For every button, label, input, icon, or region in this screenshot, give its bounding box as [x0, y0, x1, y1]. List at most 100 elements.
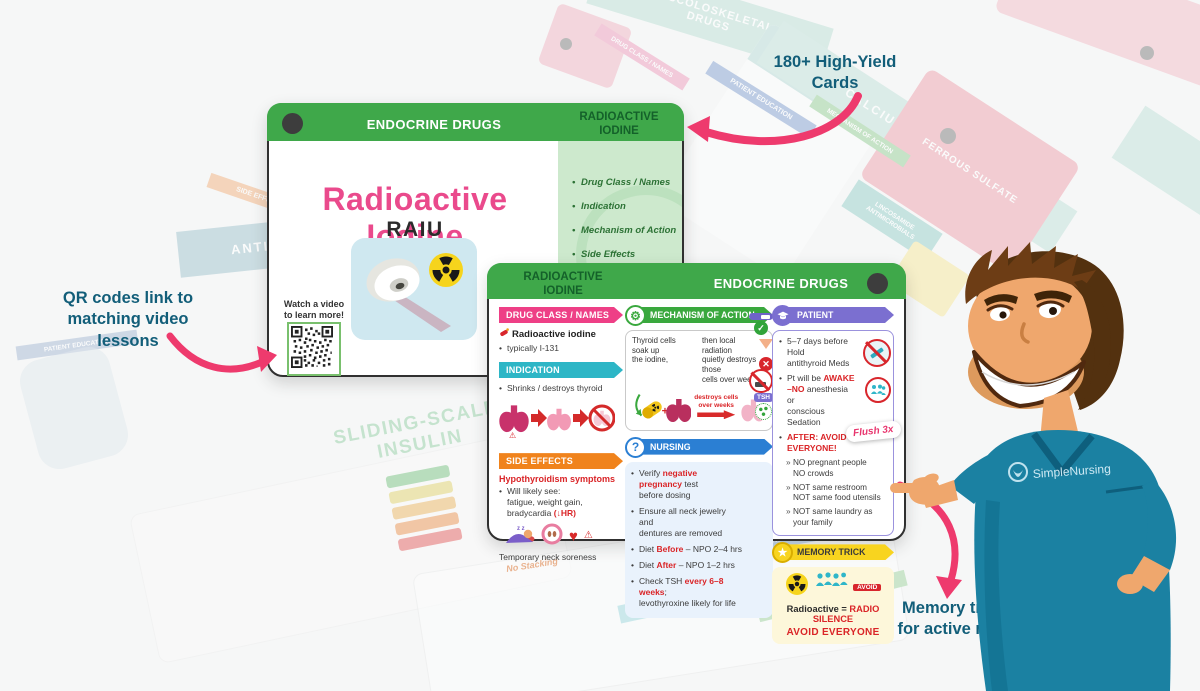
education-item: 5–7 days before Hold antithyroid Meds — [779, 336, 888, 369]
section-title: MEMORY TRICK — [782, 544, 894, 560]
background-illustration — [15, 342, 133, 474]
pregnancy-test-check: ✓ — [749, 313, 773, 335]
side-effects-bullet: Will likely see: fatigue, weight gain, b… — [499, 486, 623, 519]
avoid-crowds — [865, 377, 891, 403]
hole-punch — [282, 113, 303, 134]
gear-icon: ⚙ — [625, 305, 646, 326]
nursing-item: Verify negative pregnancy test before do… — [631, 468, 768, 501]
mascot-illustration: SimpleNursing — [858, 240, 1200, 691]
card-header — [267, 103, 684, 141]
toc-item: Side Effects — [572, 249, 678, 260]
toc-item: Mechanism of Action — [572, 225, 678, 236]
side-effects-heading: Hypothyroidism symptoms — [499, 474, 616, 485]
thyroid-shrink-illustration: ⚠ — [499, 398, 623, 445]
mascot-shirt-label: SimpleNursing — [1032, 462, 1111, 481]
education-subitem: NO pregnant people NO crowds — [779, 458, 888, 479]
section-side-effects: SIDE EFFECTS — [499, 453, 623, 469]
drug-name: Radioactive iodine — [499, 328, 623, 341]
patient-education-box: 5–7 days before Hold antithyroid Meds Pt… — [772, 330, 902, 537]
mascot-pointing-hand — [890, 473, 941, 505]
star-icon: ★ — [772, 542, 793, 564]
tsh-badge: TSH — [754, 393, 773, 402]
column-education-memory: PATIENT EDUCATION 5–7 days before Hold a… — [772, 305, 902, 645]
flashcard-back: RADIOACTIVE IODINE ENDOCRINE DRUGS DRUG … — [487, 263, 906, 645]
nursing-item: Diet Before – NPO 2–4 hrs — [631, 544, 768, 555]
card-category: ENDOCRINE DRUGS — [366, 117, 502, 132]
x-icon: ✕ — [759, 357, 773, 371]
toc-item: Indication — [572, 201, 678, 212]
education-item: AFTER: AVOID EVERYONE! — [779, 432, 888, 454]
svg-text:+: + — [662, 405, 669, 417]
nursing-item: Check TSH every 6–8 weeks; levothyroxine… — [631, 576, 768, 609]
card-category: ENDOCRINE DRUGS — [713, 276, 849, 291]
hole-punch — [1140, 46, 1154, 60]
remove-jewelry: ✕ — [759, 339, 773, 371]
section-nursing: ? NURSING CONSIDERATIONS — [625, 436, 773, 458]
side-effects-illustration: z z ♥ ⚠ — [505, 523, 623, 549]
card-header — [487, 263, 906, 299]
section-title: NURSING CONSIDERATIONS — [635, 439, 773, 455]
education-subitem: NOT same laundry as your family — [779, 507, 888, 528]
hole-punch — [560, 38, 572, 50]
indication-bullet: Shrinks / destroys thyroid — [499, 383, 623, 394]
card-topic: RADIOACTIVE IODINE — [579, 111, 659, 138]
section-drug-class: DRUG CLASS / NAMES — [499, 307, 623, 323]
toc-item: Drug Class / Names — [572, 177, 678, 188]
side-effects-note: Temporary neck soreness — [499, 552, 597, 563]
note-qr-codes: QR codes link to matching video lessons — [62, 289, 194, 350]
check-icon: ✓ — [754, 321, 768, 335]
tsh-check: TSH — [754, 393, 773, 420]
section-indication: INDICATION — [499, 362, 623, 378]
education-item: Pt will be AWAKE –NO anesthesia or consc… — [779, 373, 888, 428]
question-icon: ? — [625, 436, 646, 458]
weight-scale-icon — [541, 523, 563, 550]
mechanism-arrow-label: destroys cells over weeks — [694, 394, 739, 409]
warning-icon: ⚠ — [583, 530, 593, 542]
avoid-people-group: AVOID — [815, 572, 882, 594]
radiation-icon — [785, 572, 809, 601]
nursing-item: Diet After – NPO 1–2 hrs — [631, 560, 768, 571]
note-card-count: 180+ High-Yield Cards — [773, 53, 897, 93]
petri-dish-icon — [755, 403, 772, 420]
memory-trick-box: AVOID Radioactive = RADIO SILENCE AVOID … — [772, 567, 894, 645]
firecracker-icon — [499, 328, 509, 341]
sleeping-person-icon: z z — [505, 523, 535, 550]
card-subtitle: RAIU — [386, 218, 444, 241]
heart-icon: ♥ — [569, 527, 578, 545]
mechanism-illustration: + destroys cells over weeks — [632, 388, 766, 426]
hole-punch — [867, 273, 888, 294]
graduation-cap-icon — [772, 305, 793, 326]
memory-trick-line: AVOID EVERYONE — [786, 627, 880, 639]
memory-trick-line: Radioactive = RADIO SILENCE — [786, 604, 880, 625]
section-memory-trick: ★ MEMORY TRICK — [772, 542, 894, 564]
svg-text:⚠: ⚠ — [509, 431, 516, 440]
column-drug-info: DRUG CLASS / NAMES Radioactive iodine ty… — [499, 307, 623, 562]
npo-no-food — [749, 369, 773, 393]
pregnancy-test-icon — [749, 313, 773, 320]
section-mechanism: ⚙ MECHANISM OF ACTION — [625, 305, 773, 326]
column-mechanism-nursing: ⚙ MECHANISM OF ACTION Thyroid cells soak… — [625, 305, 773, 619]
svg-text:z z: z z — [517, 526, 525, 532]
no-anesthesia — [863, 339, 891, 367]
nursing-box: Verify negative pregnancy test before do… — [625, 313, 773, 619]
card-topic: RADIOACTIVE IODINE — [523, 271, 603, 298]
background-card — [994, 0, 1200, 93]
qr-code — [287, 322, 341, 376]
avoid-badge: AVOID — [853, 584, 882, 592]
neck-icon — [759, 339, 773, 356]
no-anesthesia-icon — [863, 339, 891, 367]
drug-bullet: typically I-131 — [499, 343, 623, 354]
education-subitem: NOT same restroom NOT same food utensils — [779, 483, 888, 504]
iodine-pill-thyroid-icon: + — [635, 393, 692, 422]
no-crowds-icon — [865, 377, 891, 403]
nursing-item: Ensure all neck jewelry and dentures are… — [631, 506, 768, 539]
background-card — [1111, 105, 1200, 229]
mechanism-text: Thyroid cells soak up the iodine, — [632, 336, 676, 365]
arrow-right-icon — [697, 410, 736, 420]
qr-caption: Watch a video to learn more! — [283, 299, 345, 321]
section-title: MECHANISM OF ACTION — [635, 307, 773, 323]
no-food-icon — [749, 369, 773, 393]
radioactive-iodine-illustration — [351, 238, 477, 345]
